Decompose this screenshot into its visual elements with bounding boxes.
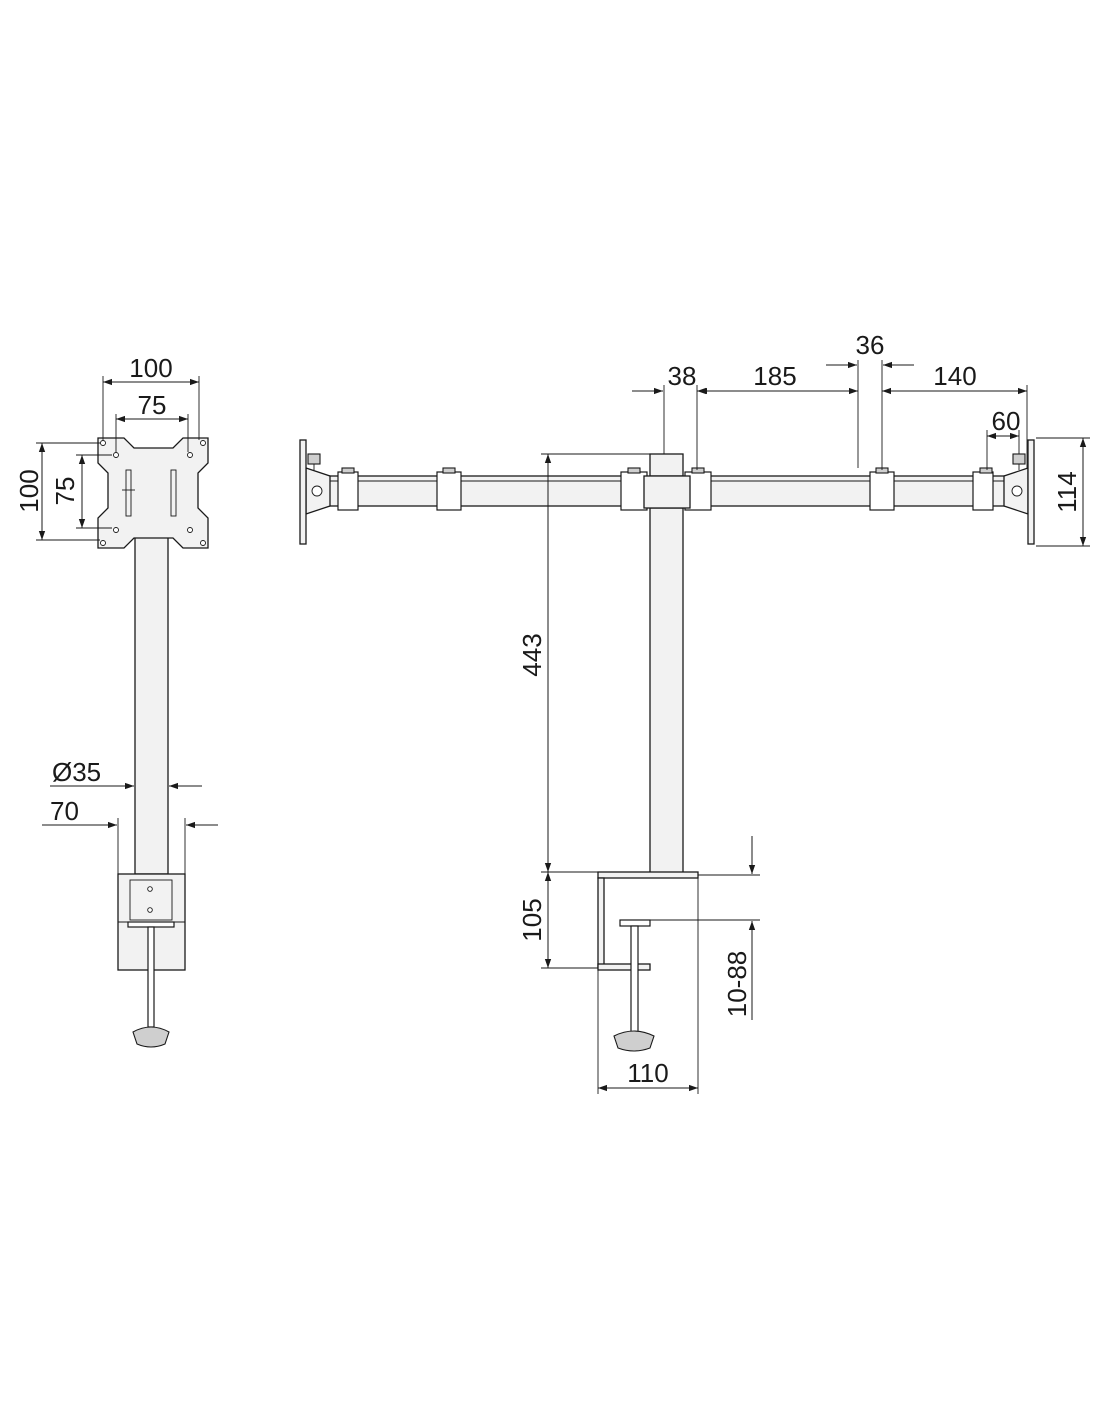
vesa-hole xyxy=(113,452,119,458)
vesa-slot-right xyxy=(170,469,177,517)
label-arm-segment: 185 xyxy=(753,361,796,391)
set-screw xyxy=(691,467,705,474)
side-clamp-screw xyxy=(147,926,155,1028)
left-arm xyxy=(325,475,647,507)
front-view: 38 185 36 140 60 114 443 105 xyxy=(299,330,1090,1094)
label-plate-offset: 60 xyxy=(992,406,1021,436)
side-clamp-bracket xyxy=(129,879,173,921)
vesa-plate xyxy=(97,437,209,549)
arm-collar xyxy=(337,471,359,511)
set-screw xyxy=(979,467,993,474)
vesa-hole xyxy=(113,527,119,533)
vesa-slot-left xyxy=(125,469,132,517)
front-pole xyxy=(649,507,684,875)
vesa-hole xyxy=(200,540,206,546)
label-plate-height: 114 xyxy=(1052,471,1082,512)
clamp-spine xyxy=(597,877,605,969)
clamp-hole xyxy=(147,886,153,892)
arm-collar xyxy=(436,471,462,511)
label-arm-end: 140 xyxy=(933,361,976,391)
side-clamp-knob xyxy=(132,1026,170,1048)
set-screw xyxy=(627,467,641,474)
clamp-pad xyxy=(619,919,651,927)
label-pole-block: 38 xyxy=(668,361,697,391)
label-vesa-inner-width: 75 xyxy=(138,390,167,420)
left-vesa-plate xyxy=(299,439,307,545)
tilt-pivot xyxy=(311,485,323,497)
right-vesa-plate xyxy=(1027,439,1035,545)
label-vesa-inner-height: 75 xyxy=(50,477,80,506)
vesa-hole xyxy=(100,440,106,446)
right-arm xyxy=(685,475,1007,507)
label-pole-height: 443 xyxy=(517,633,547,676)
tilt-pivot xyxy=(1011,485,1023,497)
vesa-hole xyxy=(187,527,193,533)
label-desk-thickness: 10-88 xyxy=(722,951,752,1018)
label-clamp-height: 105 xyxy=(517,898,547,941)
right-tilt-knob xyxy=(1012,453,1026,465)
arm-collar xyxy=(972,471,994,511)
vesa-hole xyxy=(200,440,206,446)
label-clamp-depth: 110 xyxy=(627,1058,668,1088)
vesa-hole xyxy=(187,452,193,458)
arm-collar xyxy=(620,471,648,511)
clamp-top-plate xyxy=(597,871,699,879)
pole-cap xyxy=(649,453,684,477)
set-screw xyxy=(442,467,456,474)
side-view: 100 75 100 75 Ø35 70 xyxy=(14,353,218,1048)
clamp-bottom-arm xyxy=(597,963,651,971)
vesa-hole xyxy=(100,540,106,546)
central-hub xyxy=(643,475,691,509)
clamp-knob xyxy=(613,1030,655,1052)
left-tilt-knob xyxy=(307,453,321,465)
arm-collar xyxy=(869,471,895,511)
label-vesa-outer-width: 100 xyxy=(129,353,172,383)
side-clamp-plate xyxy=(127,921,175,928)
label-vesa-outer-height: 100 xyxy=(14,469,44,512)
label-joint: 36 xyxy=(856,330,885,360)
side-pole xyxy=(134,531,169,875)
clamp-screw xyxy=(630,925,639,1035)
set-screw xyxy=(341,467,355,474)
label-clamp-width: 70 xyxy=(50,796,79,826)
label-pole-diameter: Ø35 xyxy=(52,757,101,787)
clamp-hole xyxy=(147,907,153,913)
